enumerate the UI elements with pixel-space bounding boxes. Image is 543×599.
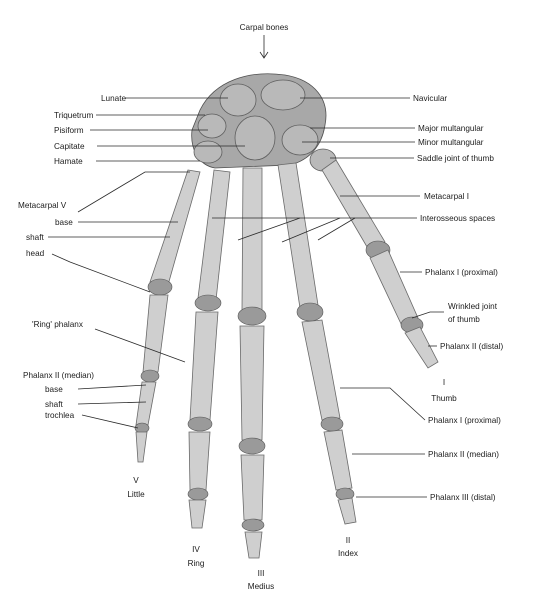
label-wrinkled-joint: Wrinkled joint bbox=[448, 302, 498, 311]
finger-thumb bbox=[321, 159, 439, 369]
label-metacarpal-v: Metacarpal V bbox=[18, 201, 67, 210]
label-hamate: Hamate bbox=[54, 157, 83, 166]
label-trochlea: trochlea bbox=[45, 411, 75, 420]
label-saddle-joint: Saddle joint of thumb bbox=[417, 154, 494, 163]
finger-little bbox=[134, 169, 201, 463]
label-phalanx-ii-median-left: Phalanx II (median) bbox=[23, 371, 94, 380]
finger-medius bbox=[237, 167, 267, 559]
label-lunate: Lunate bbox=[101, 94, 126, 103]
title-carpal-bones: Carpal bones bbox=[240, 23, 289, 32]
digit-medius-numeral: III bbox=[258, 569, 265, 578]
label-shaft: shaft bbox=[26, 233, 44, 242]
label-ring-phalanx: 'Ring' phalanx bbox=[32, 320, 83, 329]
label-shaft-phalanx: shaft bbox=[45, 400, 63, 409]
label-base: base bbox=[55, 218, 73, 227]
digit-index-name: Index bbox=[338, 549, 358, 558]
label-minor-multangular: Minor multangular bbox=[418, 138, 484, 147]
label-phalanx-i-proximal-thumb: Phalanx I (proximal) bbox=[425, 268, 498, 277]
digit-medius-name: Medius bbox=[248, 582, 274, 591]
label-pisiform: Pisiform bbox=[54, 126, 84, 135]
digit-thumb-name: Thumb bbox=[431, 394, 457, 403]
finger-ring bbox=[187, 169, 231, 529]
digit-ring-numeral: IV bbox=[192, 545, 200, 554]
labels: Carpal bones Lunate Triquetrum Pisiform … bbox=[18, 23, 504, 591]
label-of-thumb: of thumb bbox=[448, 315, 480, 324]
digit-thumb-numeral: I bbox=[443, 378, 445, 387]
digit-little-numeral: V bbox=[133, 476, 139, 485]
label-interosseous-spaces: Interosseous spaces bbox=[420, 214, 495, 223]
label-phalanx-ii-median-right: Phalanx II (median) bbox=[428, 450, 499, 459]
label-capitate: Capitate bbox=[54, 142, 85, 151]
hand-bones-illustration bbox=[134, 73, 439, 559]
label-head: head bbox=[26, 249, 45, 258]
label-phalanx-i-proximal: Phalanx I (proximal) bbox=[428, 416, 501, 425]
label-phalanx-iii-distal: Phalanx III (distal) bbox=[430, 493, 496, 502]
digit-little-name: Little bbox=[127, 490, 145, 499]
carpal-bones bbox=[191, 73, 337, 172]
label-major-multangular: Major multangular bbox=[418, 124, 484, 133]
leader-lines bbox=[48, 35, 444, 498]
finger-index bbox=[277, 162, 357, 525]
label-base-phalanx: base bbox=[45, 385, 63, 394]
label-navicular: Navicular bbox=[413, 94, 447, 103]
label-phalanx-ii-distal: Phalanx II (distal) bbox=[440, 342, 504, 351]
digit-ring-name: Ring bbox=[188, 559, 205, 568]
label-triquetrum: Triquetrum bbox=[54, 111, 93, 120]
label-metacarpal-i: Metacarpal I bbox=[424, 192, 469, 201]
digit-index-numeral: II bbox=[346, 536, 351, 545]
